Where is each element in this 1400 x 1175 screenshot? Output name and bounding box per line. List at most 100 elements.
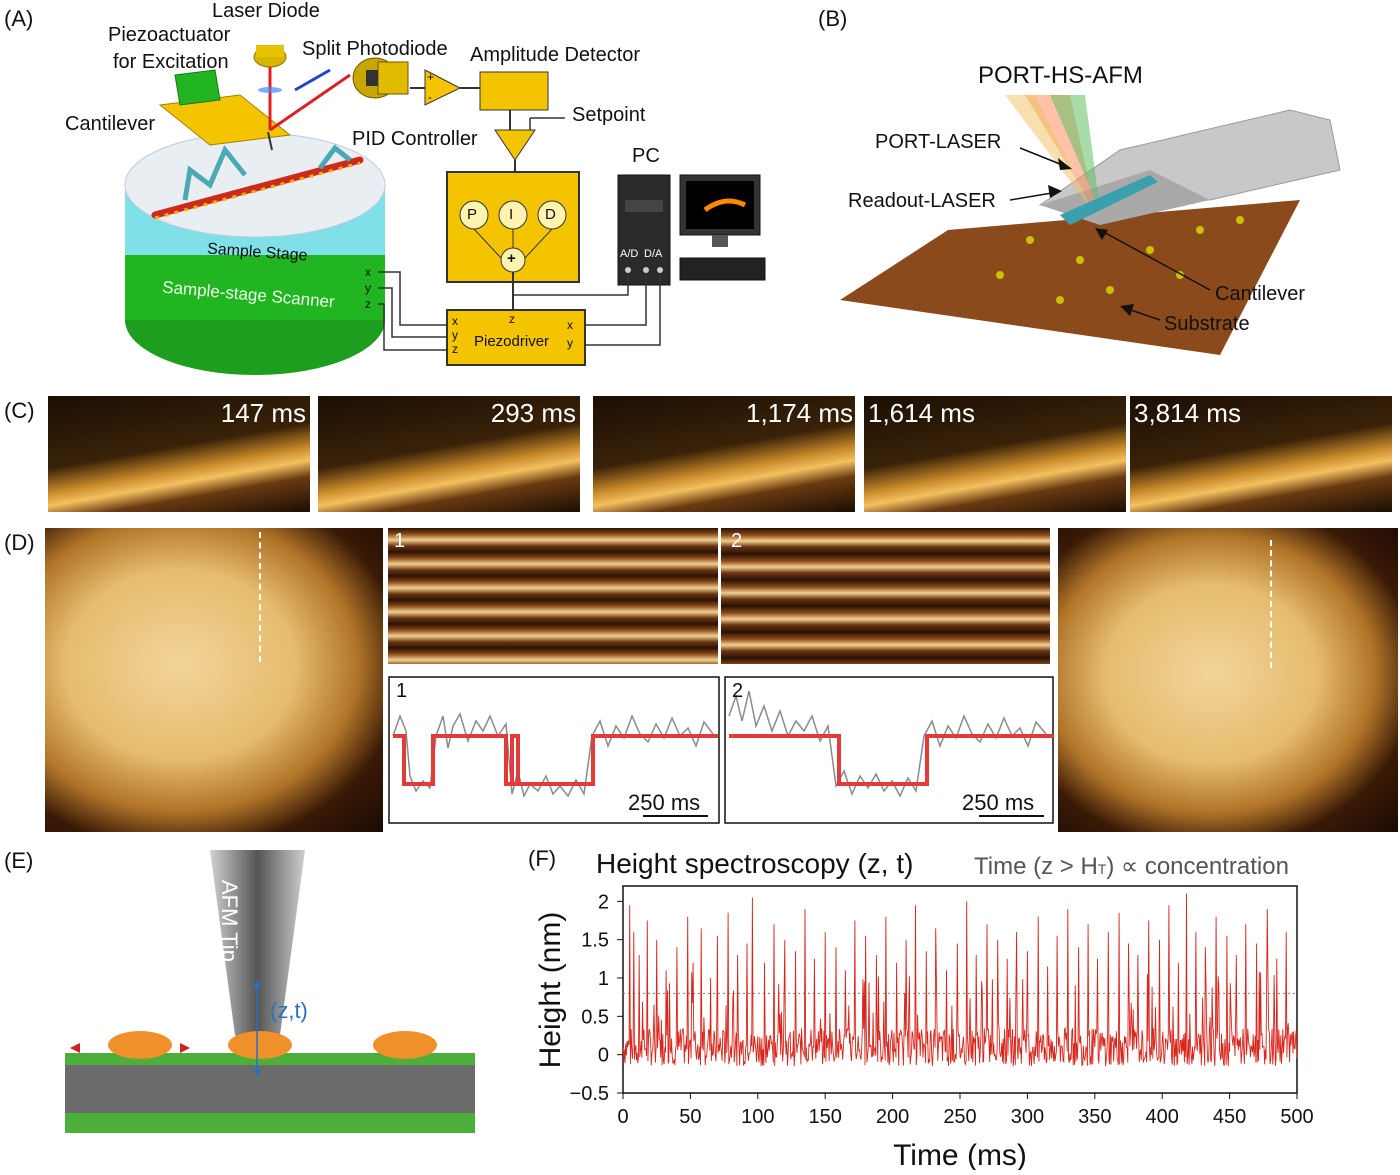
driver-y-label: y	[452, 328, 458, 342]
afm-frame-2: 293 ms	[318, 396, 580, 512]
x-tick-label: 200	[876, 1106, 909, 1128]
p-label: P	[467, 206, 478, 223]
x-tick-label: 250	[943, 1106, 976, 1128]
laser-diode-label: Laser Diode	[212, 0, 320, 22]
trace-1	[388, 676, 720, 824]
panel-e-label: (E)	[4, 848, 34, 873]
x-tick-label: 100	[741, 1106, 774, 1128]
amplitude-detector-label: Amplitude Detector	[470, 44, 641, 66]
filament	[151, 144, 364, 220]
split-photodiode-label: Split Photodiode	[302, 38, 448, 60]
line-profile-marker-left	[259, 532, 261, 662]
trace-1-scale-label: 250 ms	[628, 790, 701, 815]
driver-x-label: x	[452, 314, 458, 328]
port-laser-label: PORT-LASER	[875, 131, 1002, 153]
x-tick-label: 500	[1280, 1106, 1313, 1128]
da-label: D/A	[644, 248, 663, 260]
driver-z-label: z	[452, 342, 458, 356]
cantilever-label-b: Cantilever	[1215, 283, 1306, 305]
amp-plus-label: +	[427, 70, 435, 84]
pid-controller-label: PID Controller	[352, 128, 478, 150]
readout-laser-beam	[1005, 95, 1092, 210]
chart-subtitle: Time (z > HT) ∝ concentration	[974, 852, 1289, 881]
panel-a-diagram	[124, 45, 766, 375]
chart-subtitle-main: Time (z > H	[974, 853, 1098, 880]
x-tick-label: 150	[809, 1106, 842, 1128]
d-label: D	[545, 206, 556, 223]
driver-right-y-label: y	[567, 336, 573, 350]
sum-label: +	[507, 250, 516, 267]
trace-1-number: 1	[396, 680, 408, 702]
panel-d-label: (D)	[4, 530, 35, 555]
kymograph-1: 1	[388, 528, 718, 664]
y-tick-label: 1	[598, 968, 609, 990]
piezodriver-box	[446, 309, 586, 366]
afm-image-left	[45, 528, 383, 832]
x-axis-label: Time (ms)	[893, 1139, 1027, 1170]
panel-a-label: (A)	[4, 6, 34, 31]
line-profile-marker-right	[1270, 540, 1272, 668]
driver-right-x-label: x	[567, 318, 573, 332]
lipid-headgroups-bottom	[65, 1113, 475, 1133]
y-tick-label: 1.5	[581, 930, 609, 952]
kymo-1-number: 1	[394, 530, 406, 552]
driver-top-z-label: z	[509, 312, 515, 326]
afm-tip-shape	[210, 850, 305, 1048]
substrate-plane	[840, 200, 1300, 355]
amp-minus-label: -	[428, 90, 432, 104]
x-tick-label: 50	[679, 1106, 701, 1128]
x-tick-label: 400	[1146, 1106, 1179, 1128]
piezoactuator-label-1: Piezoactuator	[108, 24, 231, 46]
piezoactuator-label-2: for Excitation	[113, 51, 229, 73]
trace-1-gray	[392, 712, 714, 799]
panel-b-diagram	[840, 95, 1341, 355]
y-tick-label: 0	[598, 1045, 609, 1067]
x-tick-label: 0	[617, 1106, 628, 1128]
afm-frame-4: 1,614 ms	[864, 396, 1126, 512]
frame-5-time: 3,814 ms	[1134, 398, 1241, 428]
substrate-molecules	[996, 216, 1244, 304]
y-tick-label: 2	[598, 891, 609, 913]
comparator	[494, 129, 536, 161]
kymo-2-number: 2	[731, 530, 743, 552]
height-trace-series	[622, 893, 1298, 1067]
trace-2	[724, 676, 1054, 824]
substrate-label: Substrate	[1164, 313, 1250, 335]
ad-label: A/D	[620, 248, 639, 260]
trace-2-scale-label: 250 ms	[962, 790, 1035, 815]
frame-1-time: 147 ms	[220, 398, 306, 428]
afm-image-right	[1058, 528, 1398, 832]
trace-2-step	[729, 734, 1054, 786]
panel-f-label: (F)	[528, 846, 557, 871]
i-label: I	[509, 206, 514, 223]
panel-b-label: (B)	[818, 6, 848, 31]
readout-laser-label: Readout-LASER	[848, 190, 996, 212]
pc-tower	[617, 174, 671, 286]
frame-2-time: 293 ms	[490, 398, 576, 428]
scanner-z-label: z	[365, 297, 371, 311]
x-tick-label: 300	[1011, 1106, 1044, 1128]
afm-frame-1: 147 ms	[48, 396, 310, 512]
afm-frame-3: 1,174 ms	[593, 396, 855, 512]
cantilever-b	[1060, 175, 1158, 225]
frame-3-time: 1,174 ms	[746, 398, 853, 428]
trace-2-gray	[728, 690, 1047, 798]
trace-1-step	[393, 734, 718, 786]
lipid-headgroups-top	[65, 1053, 475, 1065]
scanner-y-label: y	[365, 281, 371, 295]
panel-b-arrows	[1009, 147, 1211, 321]
kymograph-2: 2	[721, 528, 1050, 664]
chart-subtitle-end: ) ∝ concentration	[1106, 853, 1289, 880]
panel-e-diagram	[65, 850, 475, 1133]
piezoactuator-block	[174, 69, 221, 106]
afm-frame-5: 3,814 ms	[1130, 396, 1392, 512]
pc-label: PC	[632, 145, 660, 167]
membrane-proteins	[108, 1031, 437, 1059]
scanner-x-label: x	[365, 265, 371, 279]
lipid-bilayer	[65, 1060, 475, 1115]
port-hs-afm-title: PORT-HS-AFM	[978, 62, 1143, 89]
y-tick-label: −0.5	[570, 1083, 609, 1105]
amplitude-detector-box	[479, 71, 549, 111]
afm-tip-label: AFM Tip	[217, 880, 242, 962]
